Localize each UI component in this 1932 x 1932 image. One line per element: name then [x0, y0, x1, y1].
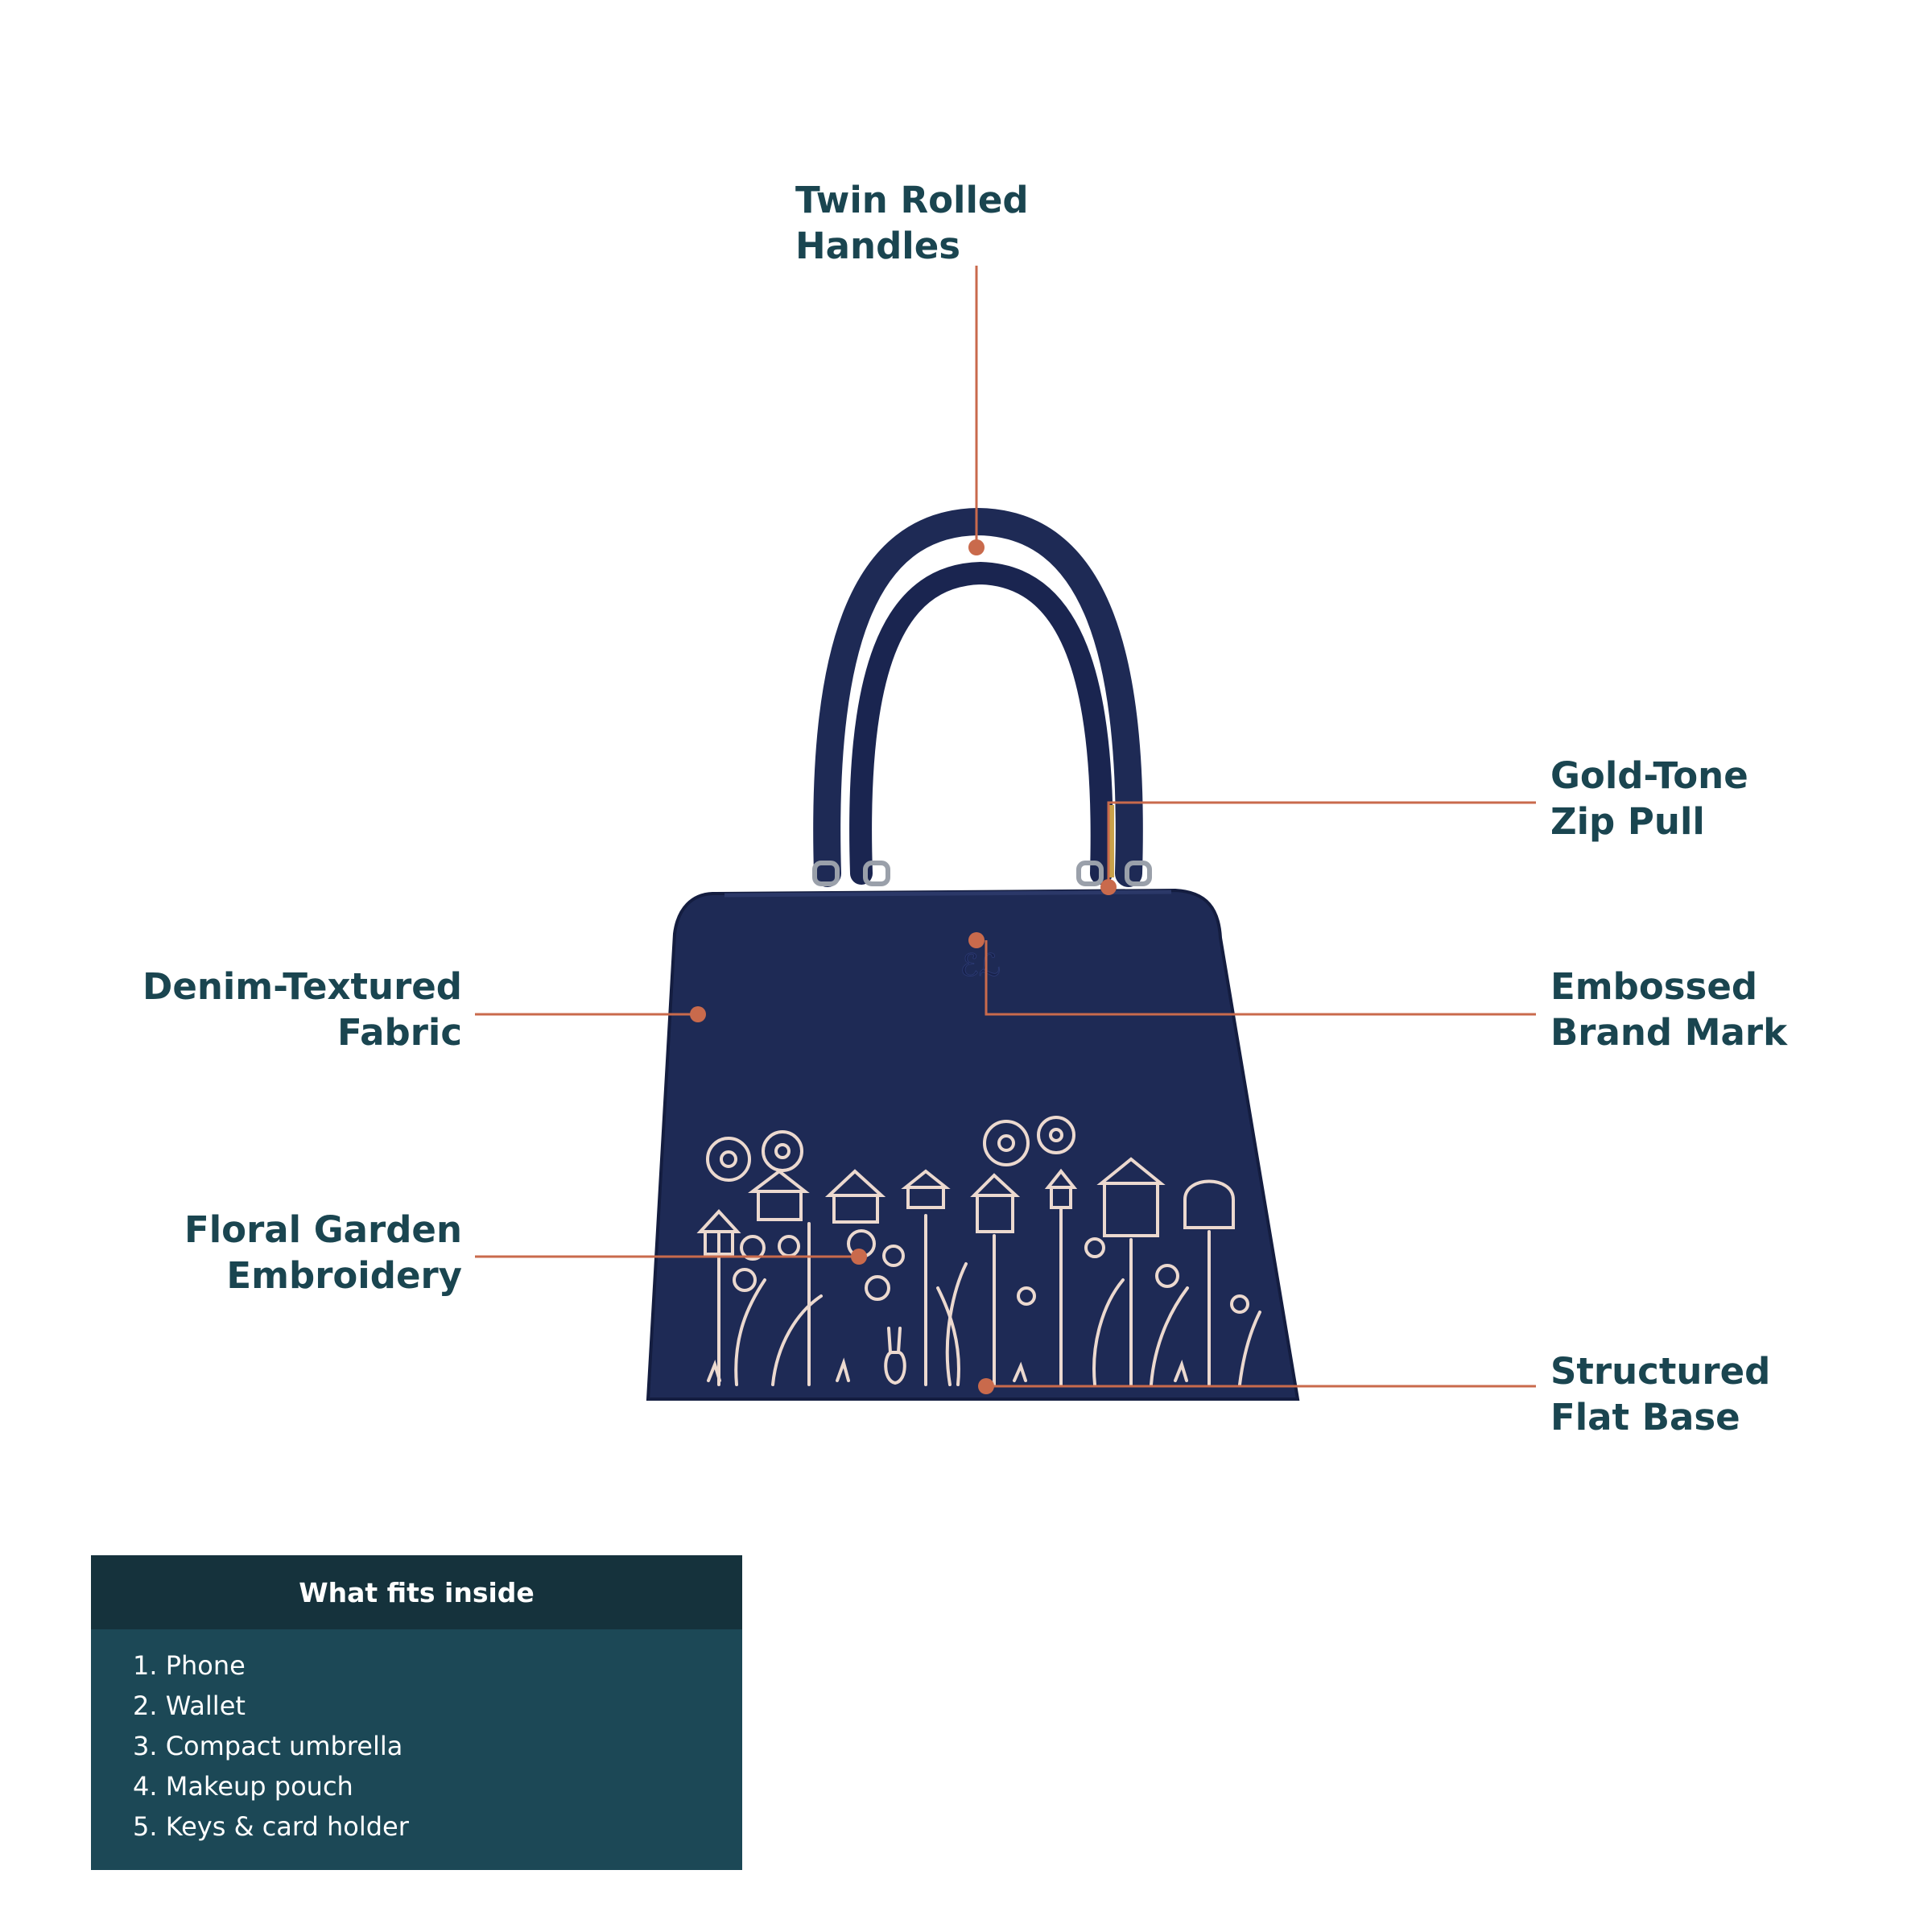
- fits-inside-panel: What fits inside 1. Phone 2. Wallet 3. C…: [91, 1555, 742, 1870]
- callout-dots: [690, 539, 1117, 1394]
- list-item: 2. Wallet: [133, 1690, 246, 1721]
- handle-rings: [812, 861, 1152, 886]
- list-item: 1. Phone: [133, 1650, 246, 1681]
- callout-brand-mark: Embossed Brand Mark: [1550, 965, 1788, 1054]
- callout-base: Structured Flat Base: [1550, 1350, 1771, 1439]
- zip-line: [724, 890, 1172, 898]
- list-item: 5. Keys & card holder: [133, 1811, 409, 1842]
- callout-handles: Twin Rolled Handles: [795, 179, 1029, 267]
- fits-inside-list: 1. Phone 2. Wallet 3. Compact umbrella 4…: [91, 1629, 742, 1847]
- callout-zip-pull: Gold-Tone Zip Pull: [1550, 754, 1748, 843]
- brand-logo-mark: ℰℒ: [960, 947, 1001, 983]
- bag-handles: [813, 507, 1143, 887]
- callout-leaders: [475, 266, 1536, 1388]
- fits-inside-title: What fits inside: [91, 1555, 742, 1629]
- callout-fabric: Denim-Textured Fabric: [142, 965, 462, 1054]
- list-item: 4. Makeup pouch: [133, 1771, 353, 1802]
- callout-embroidery: Floral Garden Embroidery: [184, 1208, 462, 1297]
- list-item: 3. Compact umbrella: [133, 1731, 403, 1761]
- zip-pull-icon: [1108, 805, 1114, 877]
